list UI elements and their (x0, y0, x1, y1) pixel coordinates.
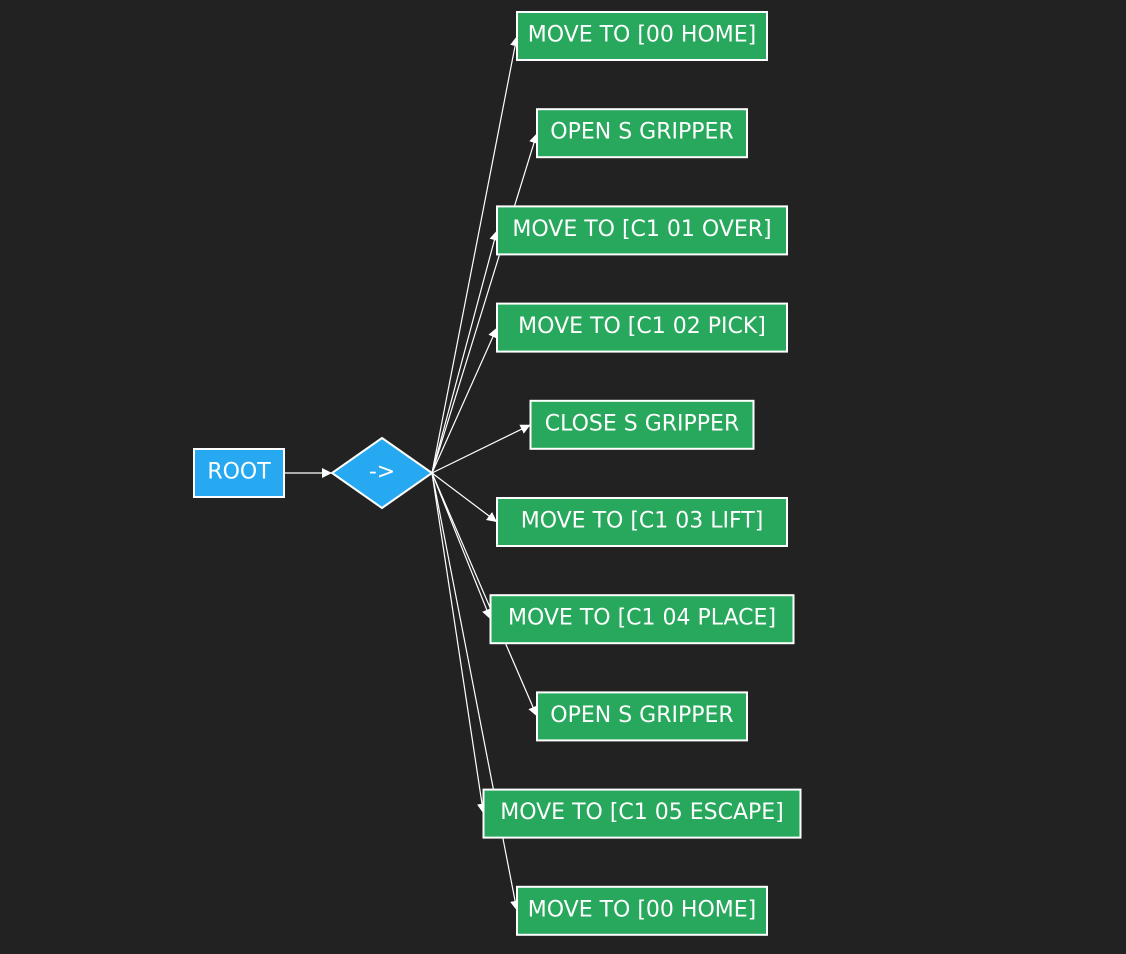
action-node-label: OPEN S GRIPPER (550, 120, 733, 145)
action-node-box (536, 691, 748, 742)
sequence-node-diamond (330, 436, 434, 510)
sequence-node[interactable]: -> (330, 436, 434, 510)
action-node-label: MOVE TO [00 HOME] (528, 23, 757, 48)
action-node[interactable]: MOVE TO [C1 02 PICK] (496, 302, 788, 353)
action-node[interactable]: MOVE TO [C1 01 OVER] (496, 205, 788, 256)
action-node[interactable]: MOVE TO [C1 05 ESCAPE] (482, 788, 802, 839)
action-node-box (496, 205, 788, 256)
sequence-node-label: -> (369, 460, 395, 485)
action-node[interactable]: OPEN S GRIPPER (536, 108, 748, 159)
action-node-box (529, 399, 755, 450)
edge-sequence-to-action (431, 133, 539, 474)
edge-sequence-to-action (431, 472, 487, 814)
edge-sequence-to-action (431, 472, 538, 717)
action-node-box (496, 302, 788, 353)
action-node-box (516, 11, 768, 61)
edge-sequence-to-action (431, 472, 498, 523)
action-node-label: OPEN S GRIPPER (550, 703, 733, 728)
action-node-box (489, 594, 795, 645)
action-node-box (482, 788, 802, 839)
edge-sequence-to-action (431, 424, 531, 474)
edge-sequence-to-action (431, 327, 498, 474)
action-node[interactable]: OPEN S GRIPPER (536, 691, 748, 742)
edges-group (284, 35, 539, 911)
action-nodes-group: MOVE TO [00 HOME] OPEN S GRIPPER MOVE TO [… (482, 11, 802, 936)
action-node-label: CLOSE S GRIPPER (545, 411, 740, 436)
root-node-label: ROOT (207, 460, 271, 485)
action-node-label: MOVE TO [C1 05 ESCAPE] (500, 800, 784, 825)
edge-sequence-to-action (431, 472, 492, 620)
action-node-label: MOVE TO [C1 04 PLACE] (508, 606, 776, 631)
action-node-label: MOVE TO [00 HOME] (528, 897, 757, 922)
action-node[interactable]: MOVE TO [C1 03 LIFT] (496, 497, 788, 547)
action-node[interactable]: MOVE TO [00 HOME] (516, 885, 768, 936)
root-node[interactable]: ROOT (193, 448, 285, 498)
action-node-label: MOVE TO [C1 02 PICK] (518, 314, 766, 339)
action-node-label: MOVE TO [C1 01 OVER] (512, 217, 771, 242)
action-node-box (536, 108, 748, 159)
action-node-box (516, 885, 768, 936)
edge-sequence-to-action (431, 230, 500, 474)
action-node[interactable]: MOVE TO [C1 04 PLACE] (489, 594, 795, 645)
action-node[interactable]: MOVE TO [00 HOME] (516, 11, 768, 61)
edge-sequence-to-action (431, 35, 520, 474)
action-node-label: MOVE TO [C1 03 LIFT] (521, 509, 764, 534)
root-node-box (193, 448, 285, 498)
action-node[interactable]: CLOSE S GRIPPER (529, 399, 755, 450)
action-node-box (496, 497, 788, 547)
